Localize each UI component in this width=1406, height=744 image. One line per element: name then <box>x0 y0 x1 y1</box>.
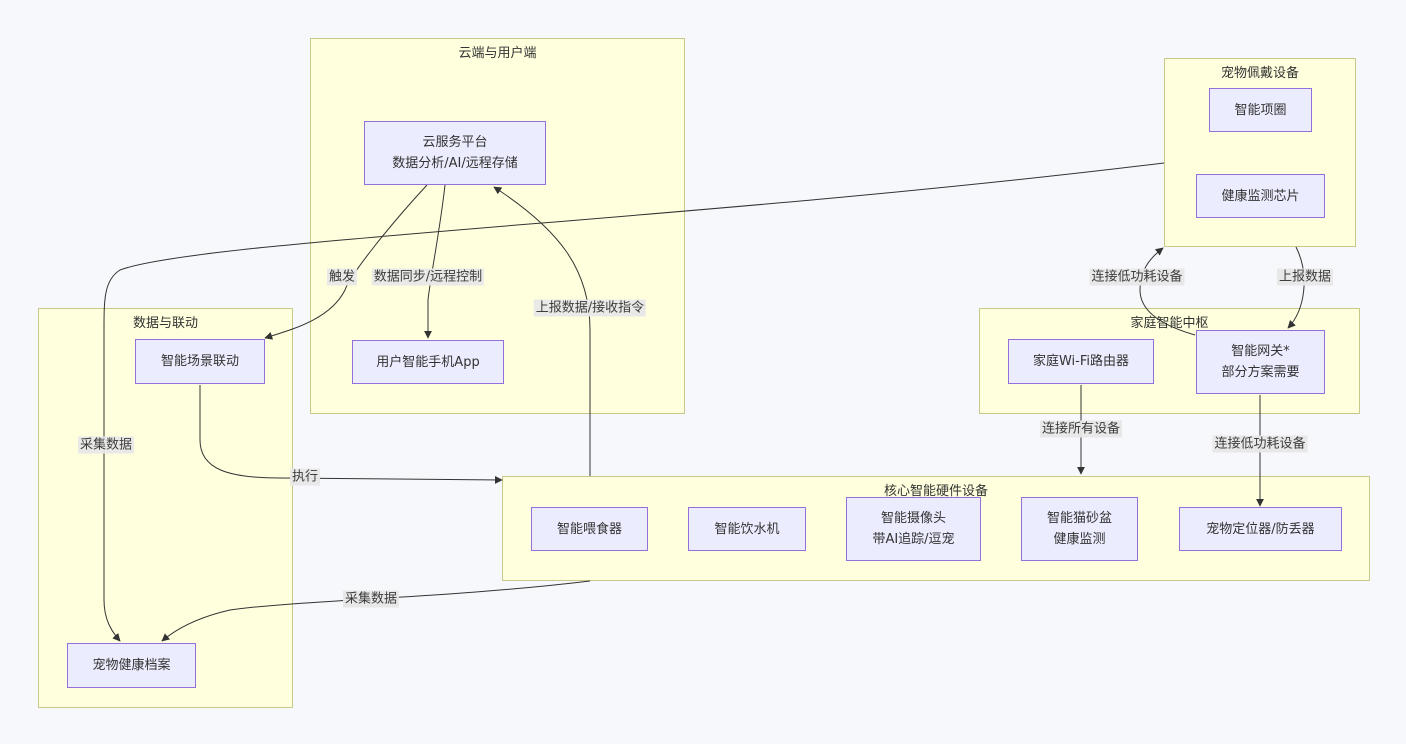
node-litter[interactable]: 智能猫砂盆 健康监测 <box>1021 497 1138 561</box>
edge-label-execute: 执行 <box>289 468 321 486</box>
node-camera-line1: 智能摄像头 <box>880 511 946 526</box>
node-cloud-platform[interactable]: 云服务平台 数据分析/AI/远程存储 <box>364 121 546 185</box>
node-tracker[interactable]: 宠物定位器/防丢器 <box>1179 507 1342 551</box>
node-cloud-platform-line1: 云服务平台 <box>422 135 488 150</box>
edge-label-connect-all: 连接所有设备 <box>1039 420 1123 438</box>
edge-label-trigger: 触发 <box>326 268 358 286</box>
node-water-label: 智能饮水机 <box>714 521 780 537</box>
node-feeder-label: 智能喂食器 <box>556 521 622 537</box>
cluster-wearable-title: 宠物佩戴设备 <box>1220 66 1299 81</box>
node-scene-linkage-label: 智能场景联动 <box>160 354 239 369</box>
node-mobile-app[interactable]: 用户智能手机App <box>352 340 504 384</box>
cluster-wearable: 宠物佩戴设备 <box>1164 58 1356 247</box>
edge-label-connect-lowpower-up: 连接低功耗设备 <box>1089 268 1185 286</box>
node-gateway-line2: 部分方案需要 <box>1221 365 1300 380</box>
node-health-record-label: 宠物健康档案 <box>92 658 171 673</box>
node-smart-collar-label: 智能项圈 <box>1234 102 1287 118</box>
edge-label-report-receive: 上报数据/接收指令 <box>533 299 647 317</box>
cluster-cloud-title: 云端与用户端 <box>458 46 537 61</box>
cluster-data-link-title: 数据与联动 <box>132 316 198 331</box>
node-scene-linkage[interactable]: 智能场景联动 <box>135 339 265 384</box>
node-health-record[interactable]: 宠物健康档案 <box>67 643 196 688</box>
node-litter-line2: 健康监测 <box>1053 532 1106 547</box>
node-gateway-line1: 智能网关* <box>1231 344 1290 359</box>
edge-label-collect-core: 采集数据 <box>342 590 400 608</box>
node-water[interactable]: 智能饮水机 <box>688 507 806 551</box>
node-tracker-label: 宠物定位器/防丢器 <box>1206 521 1315 537</box>
node-camera-line2: 带AI追踪/逗宠 <box>872 532 955 547</box>
edge-label-connect-lowpower-down: 连接低功耗设备 <box>1212 435 1308 453</box>
node-cloud-platform-line2: 数据分析/AI/远程存储 <box>392 156 518 171</box>
node-wifi-router[interactable]: 家庭Wi-Fi路由器 <box>1008 339 1154 384</box>
cluster-home-hub-title: 家庭智能中枢 <box>1130 316 1209 331</box>
node-health-chip[interactable]: 健康监测芯片 <box>1196 174 1325 218</box>
node-health-chip-label: 健康监测芯片 <box>1221 188 1300 204</box>
node-wifi-router-label: 家庭Wi-Fi路由器 <box>1032 354 1129 369</box>
node-litter-line1: 智能猫砂盆 <box>1046 511 1112 526</box>
edge-label-collect-wearable: 采集数据 <box>77 436 135 454</box>
edge-label-sync-control: 数据同步/远程控制 <box>371 268 485 286</box>
node-smart-collar[interactable]: 智能项圈 <box>1209 88 1312 132</box>
edge-label-report-up: 上报数据 <box>1276 268 1334 286</box>
node-feeder[interactable]: 智能喂食器 <box>531 507 648 551</box>
node-camera[interactable]: 智能摄像头 带AI追踪/逗宠 <box>846 497 981 561</box>
node-mobile-app-label: 用户智能手机App <box>376 354 480 370</box>
node-gateway[interactable]: 智能网关* 部分方案需要 <box>1196 330 1325 394</box>
